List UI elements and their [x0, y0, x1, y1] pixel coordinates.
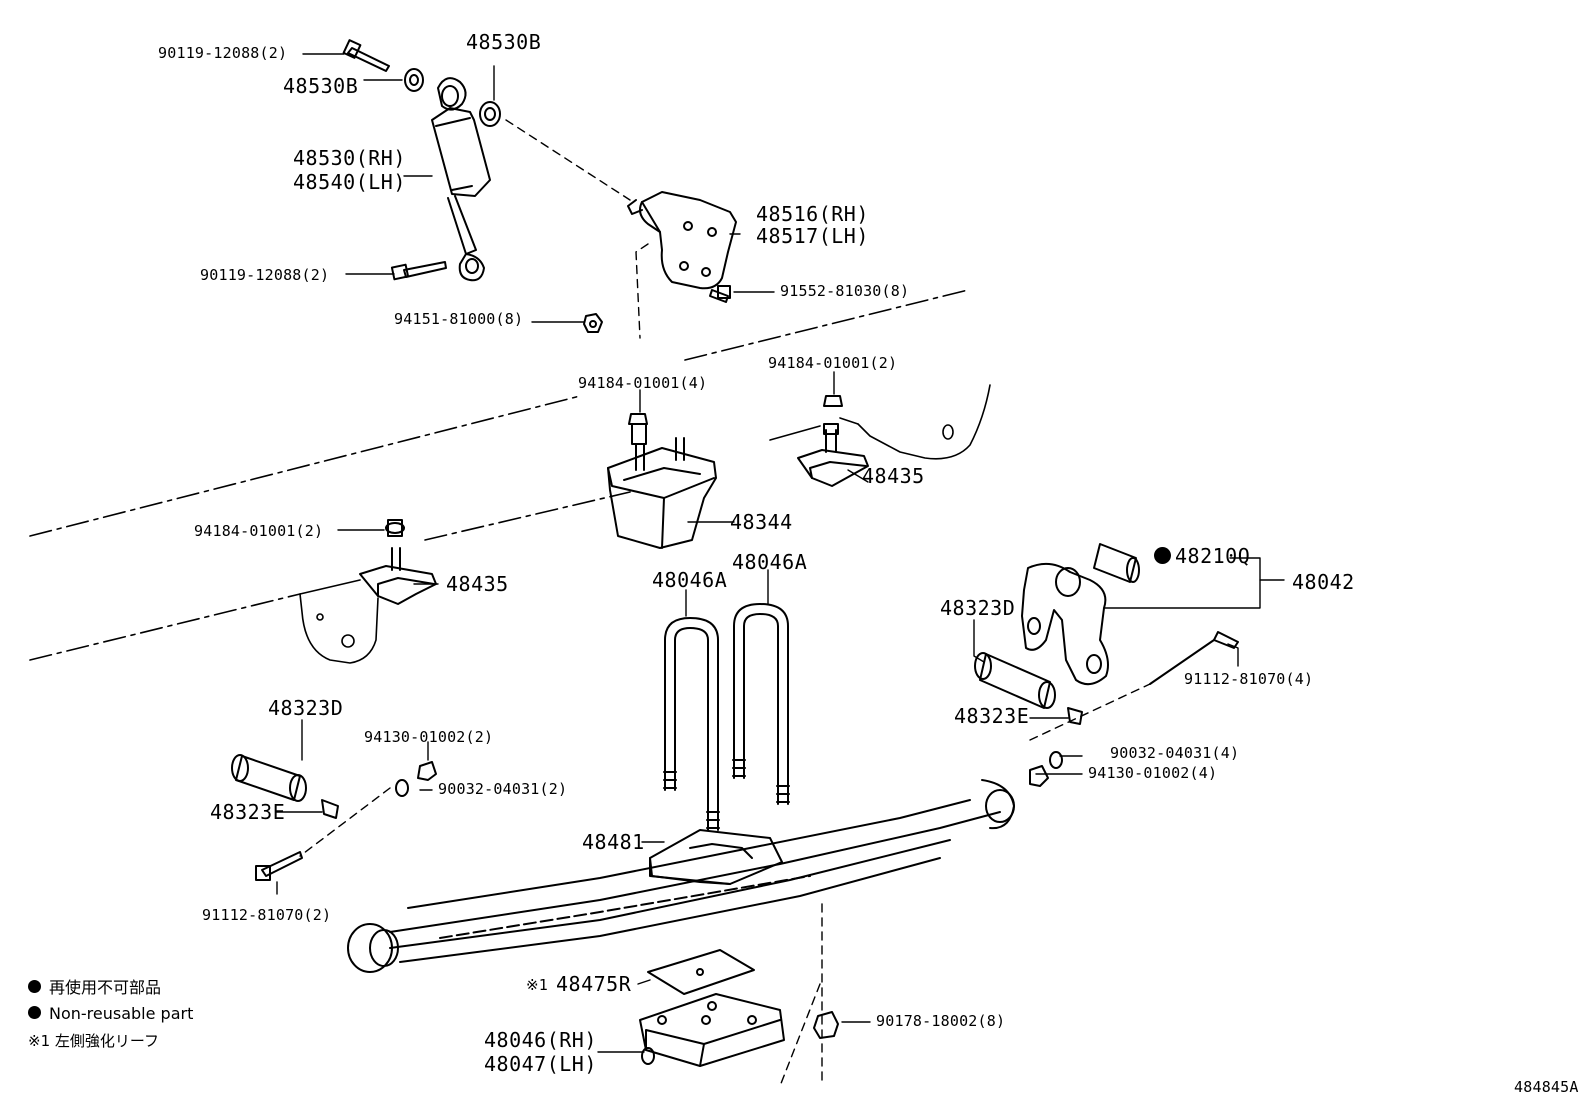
- leaf-48475r-plate: [647, 949, 755, 995]
- pin-right: [974, 631, 1239, 787]
- label-nut-90178: 90178-18002(8): [876, 1012, 1006, 1030]
- stopper-48435-left: [359, 519, 437, 605]
- spring-seat-48481: [649, 829, 783, 885]
- nut-94184-pair: [628, 395, 843, 425]
- leader-lines: [275, 53, 1285, 1053]
- frame-rail: [29, 289, 969, 661]
- pin-left: [231, 754, 437, 881]
- legend-note: ※1 左側強化リーフ: [28, 1034, 159, 1049]
- label-pin-48323d-right: 48323D: [940, 596, 1016, 620]
- shock-absorber: [342, 39, 501, 282]
- assembly-lines: [299, 119, 1151, 1087]
- label-48530-rh: 48530(RH): [293, 146, 406, 170]
- spring-seat-lower: [639, 993, 785, 1067]
- bullet-icon: [28, 980, 41, 993]
- u-bolt-left: [663, 617, 720, 831]
- label-leaf-48475r: 48475R: [556, 972, 632, 996]
- label-stopper-48435-right: 48435: [862, 464, 925, 488]
- label-48530b-washer: 48530B: [283, 74, 359, 98]
- label-pin-48323e-right: 48323E: [954, 704, 1030, 728]
- figure-code: 484845A: [1514, 1078, 1579, 1096]
- label-nut-94130-left: 94130-01002(2): [364, 728, 494, 746]
- label-seat-48047-lh: 48047(LH): [484, 1052, 597, 1076]
- label-shackle-48042: 48042: [1292, 570, 1355, 594]
- label-seat-48046-rh: 48046(RH): [484, 1028, 597, 1052]
- legend-non-reusable-en: Non-reusable part: [28, 1006, 193, 1022]
- absorber-bracket: [627, 191, 737, 303]
- nut-90178: [813, 1011, 839, 1039]
- label-nut-94151: 94151-81000(8): [394, 310, 524, 328]
- label-bolt-91552: 91552-81030(8): [780, 282, 910, 300]
- label-bolt-90119-bottom: 90119-12088(2): [200, 266, 330, 284]
- label-u-bolt-48046a-left: 48046A: [652, 568, 728, 592]
- label-bolt-91112-left: 91112-81070(2): [202, 906, 332, 924]
- label-leaf-note-mark: ※1: [526, 976, 548, 994]
- legend-note-mark: ※1: [28, 1032, 51, 1050]
- label-nut-94184-2-left: 94184-01001(2): [194, 522, 324, 540]
- legend-note-text: 左側強化リーフ: [54, 1032, 160, 1050]
- label-48540-lh: 48540(LH): [293, 170, 406, 194]
- label-seat-48481: 48481: [582, 830, 645, 854]
- label-bolt-90119-top: 90119-12088(2): [158, 44, 288, 62]
- label-pin-48323e-left: 48323E: [210, 800, 286, 824]
- label-nut-94130-right: 94130-01002(4): [1088, 764, 1218, 782]
- label-bracket-48516-rh: 48516(RH): [756, 202, 869, 226]
- u-bolt-right: [732, 603, 790, 805]
- label-pin-48323d-left: 48323D: [268, 696, 344, 720]
- bullet-icon: [28, 1006, 41, 1019]
- non-reusable-marker-icon: [1154, 547, 1171, 564]
- label-nut-94184-2-right: 94184-01001(2): [768, 354, 898, 372]
- leaf-spring: [347, 779, 1015, 973]
- stopper-48435-right: [797, 423, 869, 487]
- label-washer-90032-left: 90032-04031(2): [438, 780, 568, 798]
- label-bolt-91112-right: 91112-81070(4): [1184, 670, 1314, 688]
- label-48530b-bushing: 48530B: [466, 30, 542, 54]
- label-u-bolt-48046a-right: 48046A: [732, 550, 808, 574]
- label-washer-90032-right: 90032-04031(4): [1110, 744, 1240, 762]
- legend-non-reusable-en-text: Non-reusable part: [49, 1004, 194, 1023]
- label-bushing-48210q: 48210Q: [1154, 546, 1250, 566]
- label-bushing-48210q-text: 48210Q: [1175, 544, 1251, 568]
- bumper-48344: [607, 423, 717, 549]
- shackle-48042: [1021, 543, 1140, 686]
- nut-94151: [583, 313, 603, 333]
- label-bumper-48344: 48344: [730, 510, 793, 534]
- frame-rail-body: [299, 384, 991, 664]
- legend-non-reusable-jp-text: 再使用不可部品: [49, 978, 162, 997]
- legend-non-reusable-jp: 再使用不可部品: [28, 980, 161, 996]
- label-bracket-48517-lh: 48517(LH): [756, 224, 869, 248]
- label-stopper-48435-left: 48435: [446, 572, 509, 596]
- label-nut-94184-4: 94184-01001(4): [578, 374, 708, 392]
